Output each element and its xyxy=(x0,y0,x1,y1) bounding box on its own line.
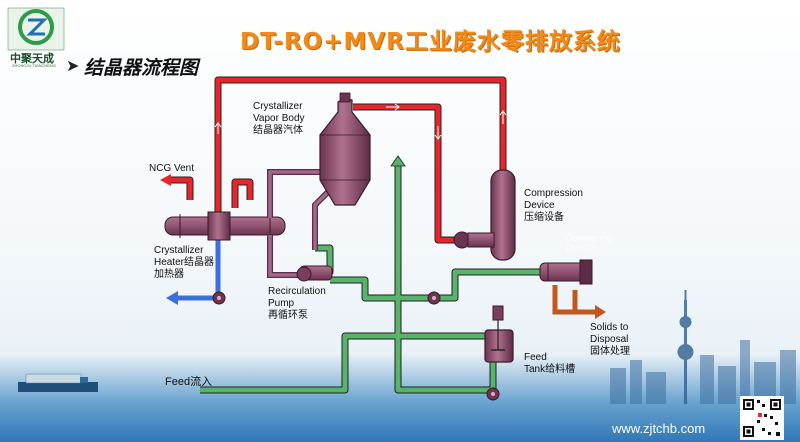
transfer-pump xyxy=(427,291,441,305)
solids-disposal-label: Solids to Disposal 固体处理 xyxy=(590,322,630,357)
liquid-return-arrow xyxy=(390,155,406,167)
company-logo-name: 中聚天成 xyxy=(10,53,54,65)
solids-arrow xyxy=(595,305,606,319)
flow-arrows-white xyxy=(214,103,507,140)
page-title: DT-RO+MVR工业废水零排放系统 xyxy=(240,29,621,55)
recirculation-pump xyxy=(296,265,333,282)
feed-pump xyxy=(486,387,500,401)
company-logo-subtext: ZHONGJU TIANCHENG xyxy=(12,63,56,68)
vapor-body-label: Crystallizer Vapor Body 结晶器汽体 xyxy=(253,101,305,136)
slurry-line xyxy=(552,285,598,315)
boat-illustration xyxy=(18,373,98,392)
feed-tank xyxy=(484,305,514,363)
dewatering-device xyxy=(539,259,593,285)
crystallizer-vapor-body xyxy=(319,92,371,206)
heater-label: Crystallizer Heater结晶器 加热器 xyxy=(154,245,215,280)
compression-device-label: Compression Device 压缩设备 xyxy=(524,188,583,223)
condensate-pump xyxy=(212,291,226,305)
qr-code xyxy=(740,396,784,440)
website-link[interactable]: www.zjtchb.com xyxy=(612,421,706,436)
crystallizer-heater xyxy=(164,211,286,241)
subtitle-arrow-icon: ➤ xyxy=(66,58,80,75)
feed-inflow-label: Feed流入 xyxy=(165,376,213,388)
company-logo-icon xyxy=(7,7,65,51)
ncg-vent-label: NCG Vent xyxy=(149,163,195,174)
dewatering-device-label: Dewatering Device xyxy=(566,233,612,253)
feed-tank-label: Feed Tank给料槽 xyxy=(524,352,576,375)
recirculation-pump-label: Recirculation Pump 再循环泵 xyxy=(268,286,326,321)
condensate-arrow xyxy=(166,291,178,305)
ncg-vent-arrow xyxy=(160,174,171,186)
skyline-illustration xyxy=(610,340,796,404)
compression-device xyxy=(453,169,516,261)
diagram-subtitle: 结晶器流程图 xyxy=(84,57,199,79)
tv-tower-illustration xyxy=(677,290,694,404)
